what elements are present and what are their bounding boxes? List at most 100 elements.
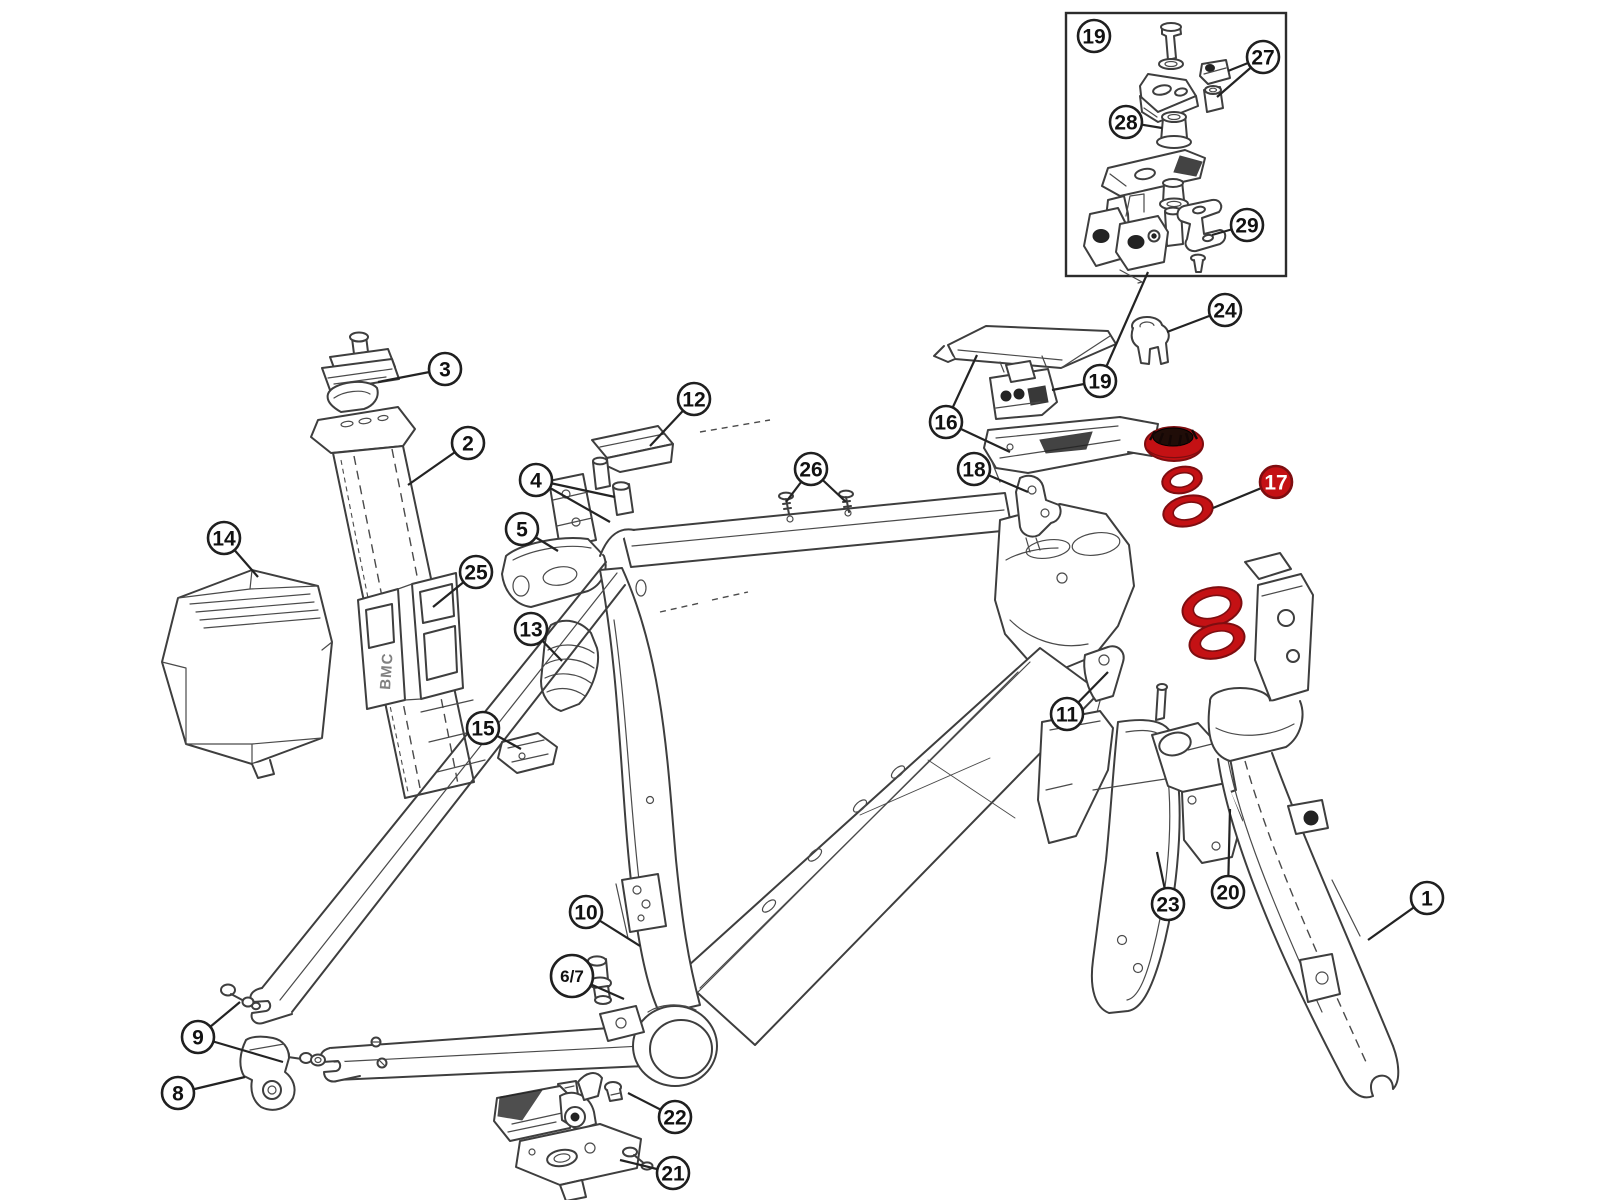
callout-19-1[interactable]: 19 [1051,271,1150,399]
callout-5[interactable]: 5 [504,511,559,552]
callout-21[interactable]: 21 [619,1155,691,1191]
callout-20[interactable]: 20 [1210,808,1246,910]
callout-4-label: 4 [530,470,542,493]
callout-22-circle[interactable] [657,1099,693,1135]
callout-10[interactable]: 10 [568,894,641,947]
callout-19-1-circle[interactable] [1082,363,1118,399]
callout-25-label: 25 [464,562,488,585]
callout-10-circle[interactable] [568,894,604,930]
callout-26-circle[interactable] [793,451,829,487]
callout-15-circle[interactable] [465,710,501,746]
callout-4[interactable]: 4 [518,462,616,523]
callout-16-circle[interactable] [928,404,964,440]
battery-drawing [161,569,333,779]
callout-12-circle[interactable] [676,381,712,417]
callout-28-label: 28 [1114,112,1138,135]
callout-6-7-circle[interactable] [549,953,595,999]
callout-3-circle[interactable] [427,351,463,387]
screws-26-drawing [778,489,854,515]
derailleur-mount-21-drawing [493,1072,654,1200]
callout-1-label: 1 [1421,888,1433,911]
callout-13[interactable]: 13 [513,611,563,662]
callout-8[interactable]: 8 [160,1075,246,1111]
callout-1-circle[interactable] [1409,880,1445,916]
callout-14[interactable]: 14 [206,520,259,578]
stem-exploded-drawing [1083,22,1231,284]
callout-25-circle[interactable] [458,554,494,590]
callout-19-1-label: 19 [1088,371,1111,394]
callout-11-circle[interactable] [1049,696,1085,732]
mount-15-drawing [497,732,558,774]
callout-9-label: 9 [192,1027,204,1050]
callout-26-label: 26 [799,459,822,482]
callout-8-circle[interactable] [160,1075,196,1111]
cover-13-drawing [540,619,599,712]
lever-11-drawing [1083,645,1125,717]
callout-5-circle[interactable] [504,511,540,547]
callout-28[interactable]: 28 [1108,104,1163,140]
callout-15[interactable]: 15 [465,710,522,750]
callout-9[interactable]: 9 [180,1001,284,1064]
callout-2[interactable]: 2 [407,425,486,486]
callout-2-label: 2 [462,433,474,456]
callout-8-label: 8 [172,1083,184,1106]
callout-12[interactable]: 12 [649,381,712,447]
headset-bearings-highlighted [1144,426,1246,660]
callout-11-label: 11 [1056,704,1079,727]
callout-29[interactable]: 29 [1211,207,1265,243]
callout-29-label: 29 [1235,215,1258,238]
callout-19-circle[interactable] [1076,18,1112,54]
callouts-layer: 123456/789101112131415161718191920212223… [160,18,1445,1191]
callout-18[interactable]: 18 [956,451,1029,494]
callout-16[interactable]: 16 [928,354,1011,453]
callout-17-circle[interactable] [1258,464,1294,500]
seatpost-clamp-brand-text: BMC [377,652,397,690]
callout-20-circle[interactable] [1210,874,1246,910]
callout-25[interactable]: 25 [432,554,494,608]
callout-3[interactable]: 3 [377,351,463,387]
callout-12-label: 12 [682,389,705,412]
callout-14-circle[interactable] [206,520,242,556]
callout-9-circle[interactable] [180,1019,216,1055]
fork-drawing [1207,552,1400,1099]
callout-13-label: 13 [519,619,542,642]
callout-24-label: 24 [1213,300,1237,323]
callout-29-circle[interactable] [1229,207,1265,243]
callout-16-label: 16 [934,412,957,435]
callout-24[interactable]: 24 [1166,292,1243,334]
plate-10-drawing [621,873,667,933]
callout-13-circle[interactable] [513,611,549,647]
callout-5-label: 5 [516,519,528,542]
callout-17-label: 17 [1264,472,1287,495]
callout-27-circle[interactable] [1245,39,1281,75]
callout-19-label: 19 [1082,26,1105,49]
callout-26[interactable]: 26 [785,451,847,503]
callout-23[interactable]: 23 [1150,851,1186,922]
callout-20-label: 20 [1216,882,1239,905]
callout-24-circle[interactable] [1207,292,1243,328]
callout-18-label: 18 [962,459,986,482]
callout-19[interactable]: 19 [1076,18,1112,54]
callout-14-label: 14 [212,528,236,551]
saddle-clamp-drawing [321,331,400,413]
callout-27[interactable]: 27 [1216,39,1281,98]
callout-22[interactable]: 22 [627,1092,693,1135]
callout-23-label: 23 [1156,894,1179,917]
callout-18-circle[interactable] [956,451,992,487]
callout-1[interactable]: 1 [1367,880,1445,941]
spacer-24-drawing [1130,316,1170,365]
callout-11[interactable]: 11 [1049,671,1109,732]
callout-21-circle[interactable] [655,1155,691,1191]
hanger-8-9-drawing [220,983,388,1111]
callout-6-7[interactable]: 6/7 [549,953,625,1001]
callout-21-label: 21 [661,1163,685,1186]
lower-housing-16-drawing [983,416,1159,483]
callout-23-circle[interactable] [1150,886,1186,922]
callout-2-circle[interactable] [450,425,486,461]
callout-4-circle[interactable] [518,462,554,498]
callout-28-circle[interactable] [1108,104,1144,140]
callout-17[interactable]: 17 [1212,464,1294,510]
callout-19-1-leader [1098,271,1150,382]
